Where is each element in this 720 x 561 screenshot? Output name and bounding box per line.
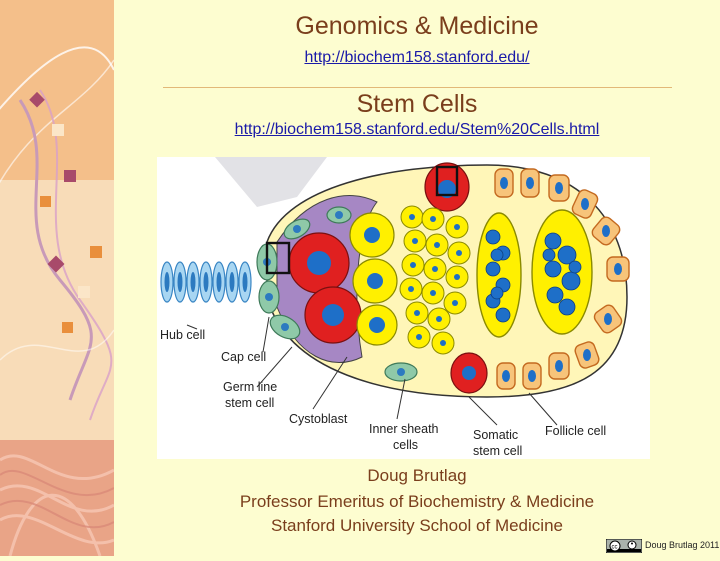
label-cystoblast: Cystoblast: [289, 412, 348, 426]
label-hub-cell: Hub cell: [160, 328, 205, 342]
author-school: Stanford University School of Medicine: [271, 516, 563, 535]
author-name: Doug Brutlag: [367, 466, 467, 485]
label-somatic-stem-cell: stem cell: [473, 444, 522, 458]
label-follicle-cell: Follicle cell: [545, 424, 606, 438]
footer-credit: Doug Brutlag 2011: [645, 540, 720, 550]
author-position: Professor Emeritus of Biochemistry & Med…: [239, 492, 595, 511]
section-link[interactable]: http://biochem158.stanford.edu/Stem%20Ce…: [234, 121, 600, 138]
stem-cell-niche-diagram: Hub cell Cap cell Germ line stem cell Cy…: [157, 157, 650, 459]
creative-commons-icon: cc: [605, 538, 643, 554]
decorative-sidebar: [0, 0, 115, 557]
course-link[interactable]: http://biochem158.stanford.edu/: [304, 49, 530, 66]
label-germ-line: Germ line: [223, 380, 277, 394]
svg-text:cc: cc: [612, 545, 618, 551]
label-somatic: Somatic: [473, 428, 518, 442]
label-stem-cell: stem cell: [225, 396, 274, 410]
label-inner-sheath: Inner sheath: [369, 422, 439, 436]
label-inner-sheath-cells: cells: [393, 438, 418, 452]
page-title: Genomics & Medicine: [295, 12, 539, 40]
section-title: Stem Cells: [356, 90, 478, 118]
divider: [163, 87, 672, 88]
label-cap-cell: Cap cell: [221, 350, 266, 364]
